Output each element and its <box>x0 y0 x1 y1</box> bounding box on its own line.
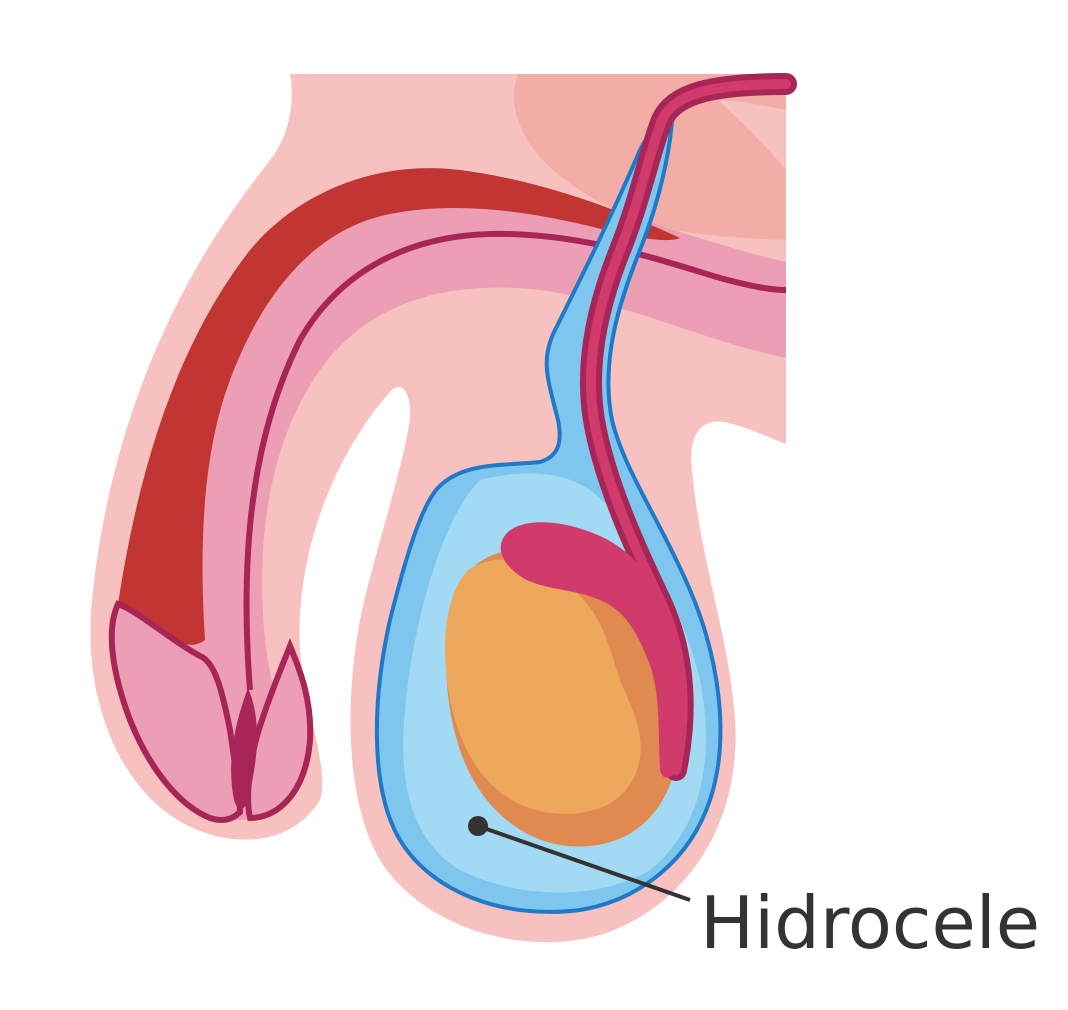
abdomen-highlight <box>718 100 786 170</box>
penis-pink-tissue <box>115 186 787 820</box>
hydrocele-label: Hidrocele <box>700 881 1041 965</box>
corpus-cavernosum <box>118 168 680 645</box>
testis <box>445 559 641 814</box>
epididymis <box>500 522 684 778</box>
urethra-line <box>243 230 787 691</box>
urethra-opening <box>231 688 258 809</box>
glans-right <box>245 638 314 822</box>
leader-dot <box>468 816 488 836</box>
leader-line <box>477 824 691 902</box>
glans <box>108 600 244 823</box>
